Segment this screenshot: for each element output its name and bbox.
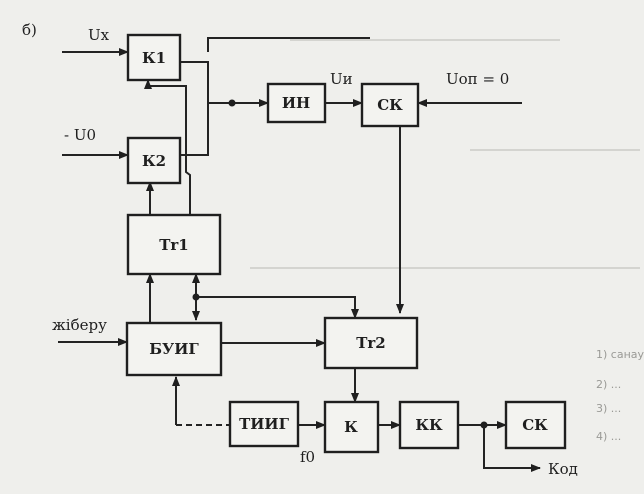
block-k2-label: К2	[142, 152, 166, 170]
signal-ux-label: Uх	[88, 26, 110, 44]
signal-f0-label: f0	[300, 448, 315, 466]
junction-dot-2	[192, 293, 200, 301]
signal-u0-label: - U0	[64, 126, 96, 144]
block-sk-bottom-label: СК	[522, 416, 548, 434]
block-kk-label: КК	[415, 416, 443, 434]
block-k1: К1	[126, 33, 182, 82]
signal-ui-label: Uи	[330, 70, 353, 88]
block-tr1-label: Тr1	[159, 236, 189, 254]
wire-k2-out	[180, 103, 209, 156]
block-k-label: К	[344, 418, 358, 436]
block-k: К	[323, 400, 380, 454]
bg-text-3: 3) ...	[596, 402, 621, 415]
connections	[58, 37, 541, 472]
block-buig-label: БУИГ	[149, 340, 199, 358]
wire-bus-tr2	[195, 274, 359, 319]
bg-text-4: 4) ...	[596, 430, 621, 443]
signal-start-label: жіберу	[52, 316, 107, 334]
block-kk: КК	[398, 400, 460, 450]
block-buig: БУИГ	[125, 321, 223, 377]
block-in-label: ИН	[282, 94, 310, 112]
block-tiig-label: ТИИГ	[239, 415, 290, 433]
figure-label: б)	[22, 21, 37, 39]
wire-tr1-k1	[144, 79, 191, 215]
bg-text-1: 1) санауыш тізбегі Тr 2 ...	[596, 348, 644, 361]
block-sk-bottom: СК	[504, 400, 567, 450]
wire-code-out	[483, 425, 541, 472]
background-text: 1) санауыш тізбегі Тr 2 ... 2) ... 3) ..…	[250, 39, 644, 443]
signal-code-label: Код	[548, 460, 578, 478]
junction-dot-1	[228, 99, 236, 107]
block-k2: К2	[126, 136, 182, 185]
block-in: ИН	[266, 82, 327, 124]
block-k1-label: К1	[142, 49, 166, 67]
wire-top-bus	[207, 37, 370, 52]
bg-text-2: 2) ...	[596, 378, 621, 391]
junction-dot-3	[480, 421, 488, 429]
block-tiig: ТИИГ	[228, 400, 300, 448]
block-tr1: Тr1	[126, 213, 222, 276]
block-tr2-label: Тr2	[356, 334, 386, 352]
wire-k1-out	[180, 61, 232, 104]
block-sk-top-label: СК	[377, 96, 403, 114]
block-sk-top: СК	[360, 82, 420, 128]
signal-uop-label: Uоп = 0	[446, 70, 509, 88]
block-tr2: Тr2	[323, 316, 419, 370]
